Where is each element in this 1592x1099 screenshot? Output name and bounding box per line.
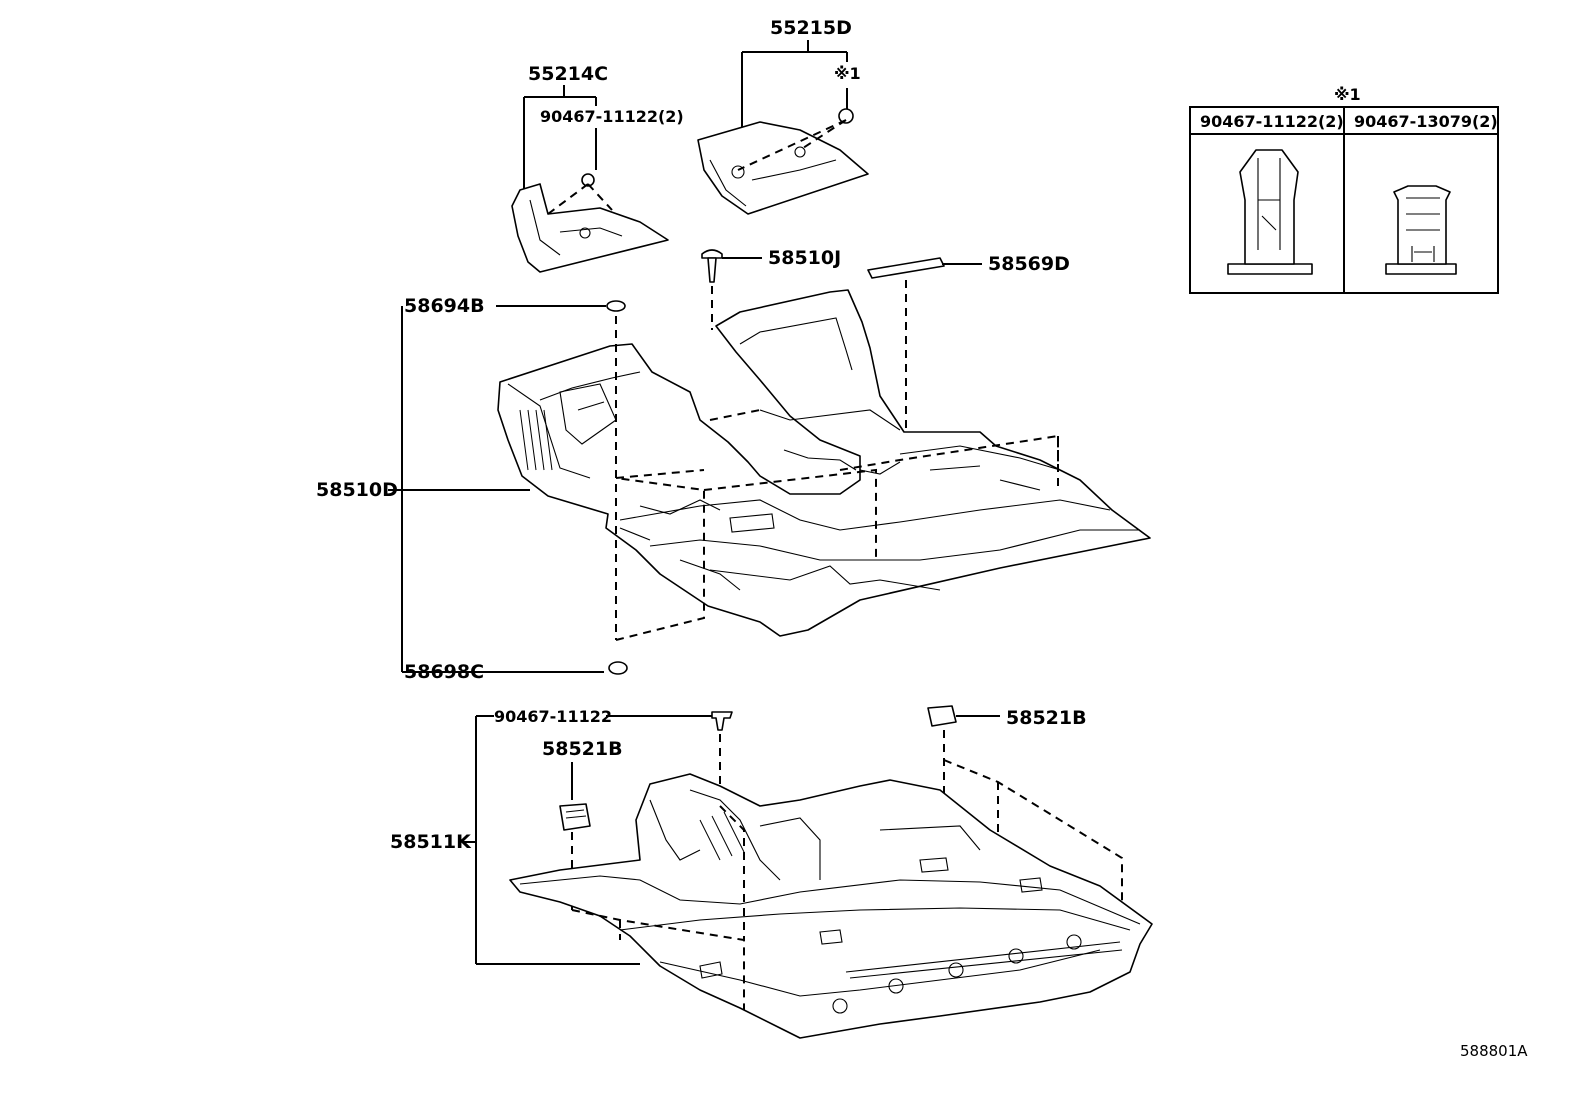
part-58510j-group: 58510J (701, 247, 841, 330)
clip-90467-11122-icon (711, 711, 733, 731)
silencer-58511k (509, 773, 1153, 1039)
inset-note: ※1 (1334, 85, 1361, 104)
panel-55215d (697, 121, 869, 215)
label-58511k: 58511K (390, 831, 472, 853)
grommet-58694b-icon (606, 300, 626, 312)
label-58694b: 58694B (404, 295, 485, 317)
part-58511k-group: 90467-11122 58511K 58521B 58521B (390, 705, 1153, 1039)
label-90467-11122-2: 90467-11122(2) (540, 107, 684, 126)
panel-55214c (511, 183, 669, 273)
carpet-58510d (497, 289, 1151, 637)
inset-col1-label: 90467-11122(2) (1200, 112, 1344, 131)
label-58510j: 58510J (768, 247, 841, 269)
label-58698c: 58698C (404, 661, 484, 683)
inset-col2-label: 90467-13079(2) (1354, 112, 1498, 131)
label-58569d: 58569D (988, 253, 1070, 275)
figure-reference: 588801A (1460, 1042, 1528, 1060)
part-55215d-group: 55215D ※1 (697, 17, 869, 215)
fastener-inset: ※1 90467-11122(2) 90467-13079(2) (1189, 85, 1499, 294)
clip-90467-13079-icon (1385, 185, 1457, 275)
label-55214c: 55214C (528, 63, 608, 85)
label-55215d: 55215D (770, 17, 852, 39)
label-note1-top: ※1 (834, 64, 861, 83)
clip-58521b-right-icon (927, 705, 957, 727)
label-58521b-right: 58521B (1006, 707, 1087, 729)
clip-58510j-icon (701, 249, 723, 259)
label-58510d: 58510D (316, 479, 398, 501)
clip-90467-11122-icon (1227, 149, 1313, 275)
grommet-58698c-icon (608, 661, 628, 675)
strip-58569d (867, 257, 945, 279)
part-55214c-group: 55214C 90467-11122(2) (511, 63, 684, 273)
part-58510d-group: 58694B 58510D 58698C (316, 289, 1151, 683)
part-58569d-group: 58569D (867, 253, 1070, 432)
label-90467-11122: 90467-11122 (494, 707, 612, 726)
label-58521b-left: 58521B (542, 738, 623, 760)
